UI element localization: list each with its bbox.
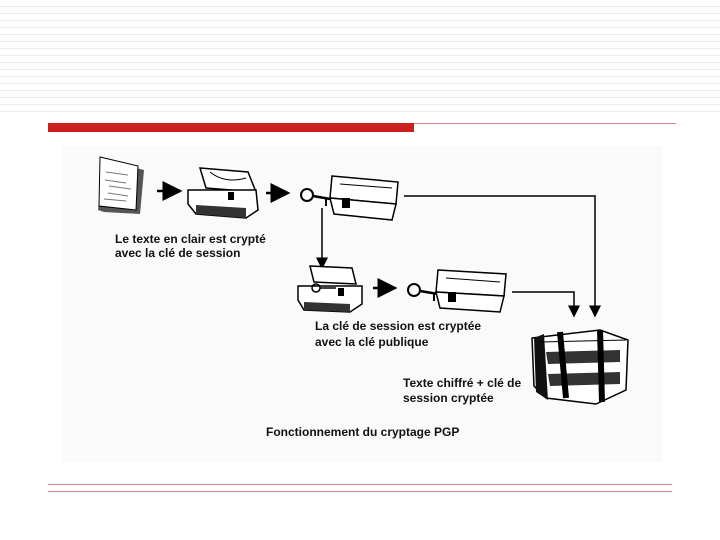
caption-step2-line2: avec la clé publique <box>315 334 428 350</box>
document-icon <box>98 157 144 214</box>
connector-encrypted-key <box>512 292 574 316</box>
caption-result-line2: session cryptée <box>403 390 494 406</box>
locked-chest-icon <box>330 176 398 220</box>
open-chest-icon <box>298 266 362 312</box>
caption-step2-line1: La clé de session est cryptée <box>315 318 481 334</box>
open-chest-icon <box>188 168 258 218</box>
locked-chest-icon <box>436 270 506 312</box>
caption-result-line1: Texte chiffré + clé de <box>403 375 521 391</box>
caption-step1-line2: avec la clé de session <box>115 245 240 261</box>
strapped-package-icon <box>532 330 628 404</box>
diagram-title: Fonctionnement du cryptage PGP <box>266 425 459 439</box>
